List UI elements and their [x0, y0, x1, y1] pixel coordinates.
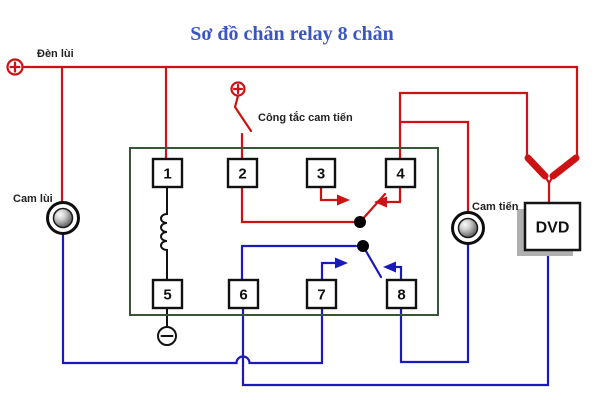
- page-title: Sơ đồ chân relay 8 chân: [190, 23, 394, 45]
- pin2-common-wire: [240, 185, 357, 224]
- forward-camera-switch-symbol: [233, 94, 253, 161]
- blue-junction-dot-icon: [357, 240, 369, 252]
- plus-glyph: [9, 61, 21, 73]
- relay-coil-icon: [160, 186, 168, 281]
- pin-box-3: [305, 157, 337, 189]
- dvd-label: DVD: [536, 220, 570, 237]
- pin4-contact-wire: [383, 185, 402, 204]
- pin-box-8: [385, 278, 418, 310]
- blue-wires-group: [61, 231, 550, 387]
- pin-box-5: [151, 278, 184, 310]
- pin7-contact-wire: [320, 261, 339, 282]
- red-wires-group: [21, 65, 580, 224]
- diagram-labels-group: Đèn lùi Công tắc cam tiến Cam lùi Cam ti…: [13, 48, 519, 213]
- pin8-to-forward-camera-wire: [399, 242, 470, 364]
- pin4-arrow-icon: [374, 196, 387, 208]
- pin-label-6: 6: [239, 287, 247, 304]
- pin-label-8: 8: [397, 287, 405, 304]
- coil-and-ground-group: [157, 186, 177, 346]
- reverse-light-label: Đèn lùi: [37, 48, 74, 60]
- pin7-arrow-icon: [335, 257, 348, 269]
- relay-body-outline: [129, 147, 439, 316]
- pin-box-2: [226, 157, 259, 189]
- pin3-contact-wire: [319, 185, 341, 202]
- plus-terminals-group: [6, 58, 246, 97]
- reverse-camera-connector-icon: [46, 201, 80, 235]
- dvd-unit: DVD: [517, 201, 582, 256]
- forward-camera-label: Cam tiến: [472, 201, 519, 213]
- forward-camera-branch-wire: [398, 120, 470, 215]
- dvd-supply-wire: [543, 174, 555, 205]
- pin-label-7: 7: [317, 287, 325, 304]
- pin8-arrow-icon: [383, 261, 396, 273]
- plus-glyph: [232, 83, 244, 95]
- forward-camera-connector-icon: [451, 211, 485, 245]
- pin-label-1: 1: [163, 166, 171, 183]
- reverse-camera-to-pin7-wire: [61, 231, 324, 365]
- main-power-bus-wire: [21, 65, 579, 158]
- relay-pins-group: 1 2 3 4 5 6 7 8: [151, 157, 418, 310]
- pin3-arrow-icon: [337, 194, 350, 206]
- red-switch-blade: [358, 192, 387, 224]
- pin6-to-dvd-wire: [241, 248, 550, 387]
- reverse-camera-label: Cam lùi: [13, 193, 53, 205]
- red-junction-dot-icon: [354, 216, 366, 228]
- pin4-riser-wire: [398, 91, 529, 161]
- pin-label-5: 5: [163, 287, 171, 304]
- red-arrowheads-group: [337, 194, 387, 208]
- forward-camera-switch-label: Công tắc cam tiến: [258, 111, 353, 124]
- pin-label-3: 3: [317, 166, 325, 183]
- pin6-common-wire: [240, 244, 358, 282]
- pin-box-1: [151, 157, 184, 189]
- wire-splice-right-icon: [549, 154, 580, 180]
- wire-splice-left-icon: [524, 154, 549, 180]
- dvd-box: [523, 201, 582, 252]
- pin-box-4: [384, 157, 417, 189]
- pin-box-6: [227, 278, 260, 310]
- pin-box-7: [305, 278, 338, 310]
- pin-label-2: 2: [238, 166, 246, 183]
- pin-label-4: 4: [396, 166, 405, 183]
- blue-arrowheads-group: [335, 257, 396, 273]
